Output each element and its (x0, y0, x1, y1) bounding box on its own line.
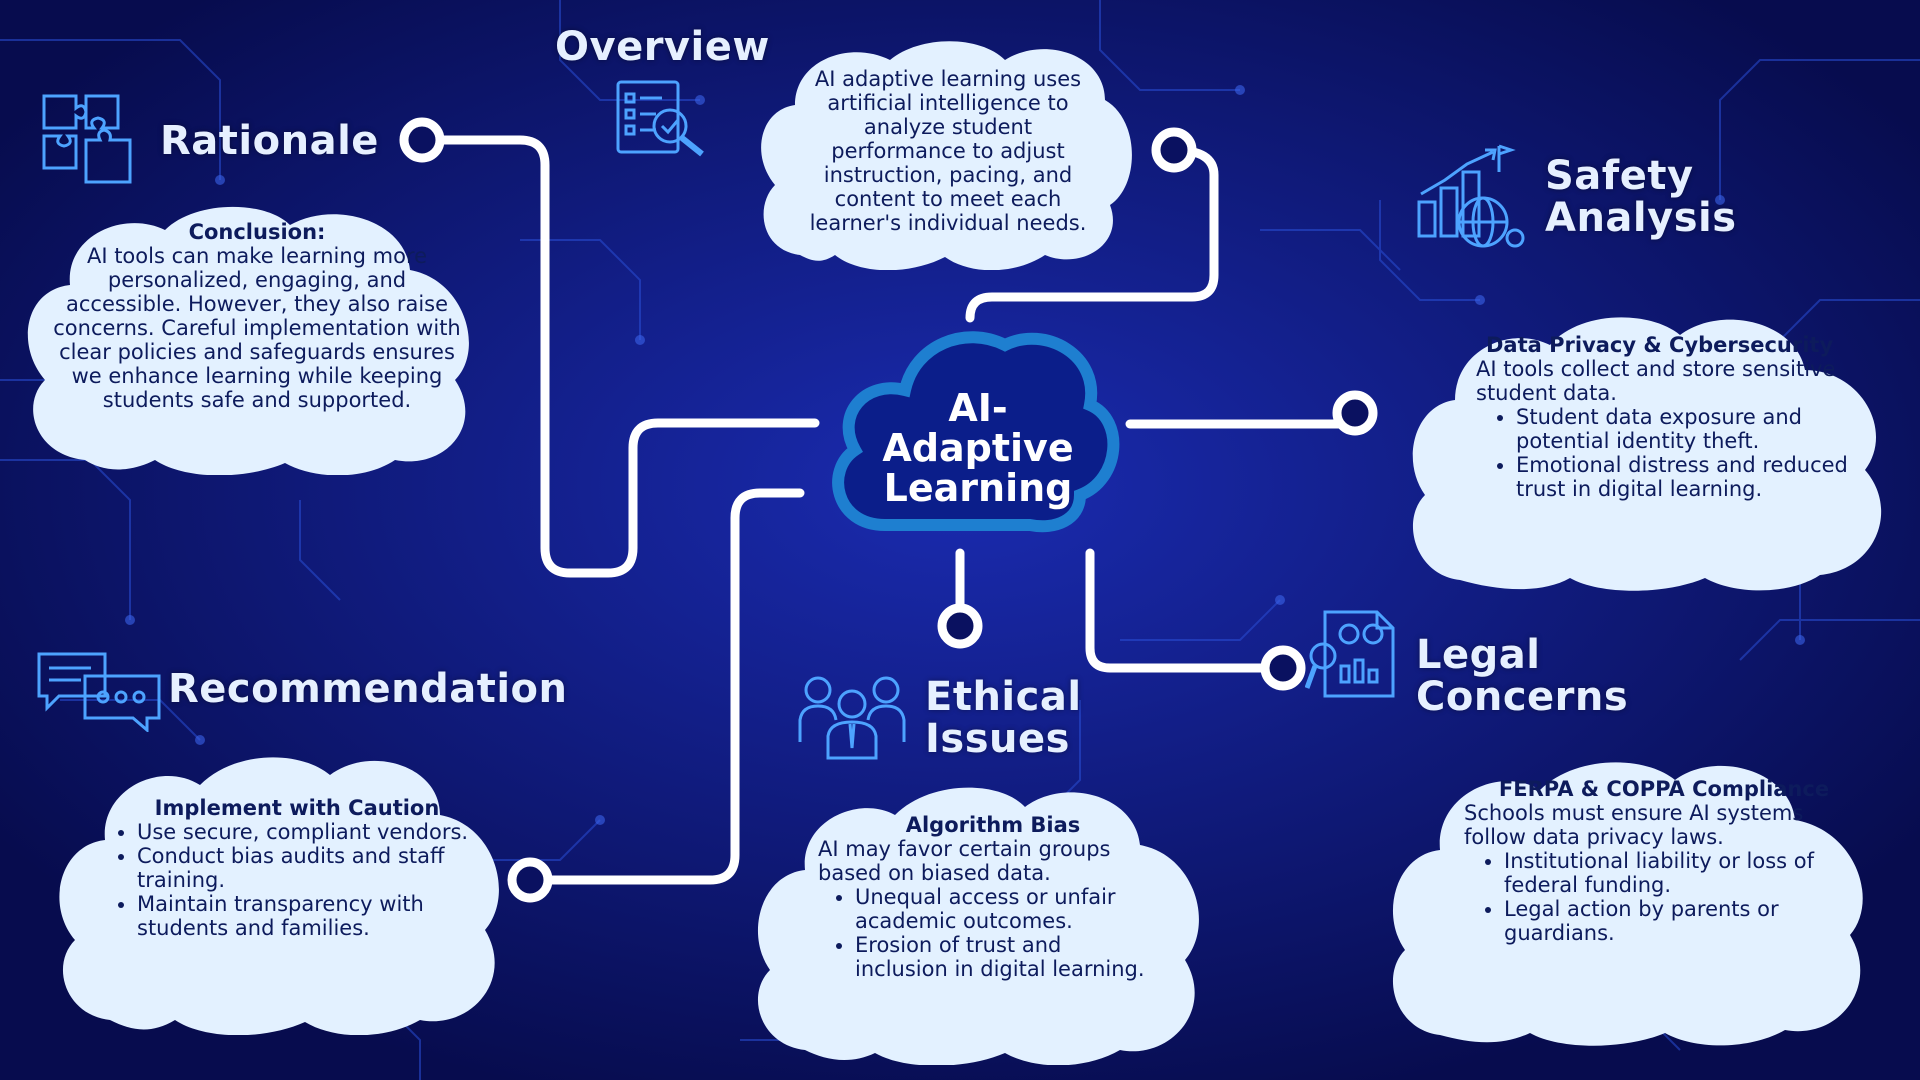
safety-bullet-list: Student data exposure and potential iden… (1476, 405, 1876, 501)
growth-chart-globe-icon (1417, 144, 1525, 248)
rationale-title: Rationale (160, 118, 379, 164)
node-recommendation (507, 857, 553, 903)
rationale-heading: Conclusion: (188, 220, 326, 244)
ethical-title-line2: Issues (925, 716, 1070, 762)
ethical-cloud: Algorithm Bias AI may favor certain grou… (745, 765, 1215, 1065)
people-group-icon (798, 676, 906, 760)
center-title: AI- Adaptive Learning (868, 388, 1088, 508)
list-item: Legal action by parents or guardians. (1504, 897, 1864, 945)
node-rationale (399, 117, 445, 163)
rationale-text: AI tools can make learning more personal… (53, 244, 461, 412)
puzzle-icon (42, 94, 132, 184)
center-title-line1: AI- (948, 386, 1008, 430)
recommendation-bullet-list: Use secure, compliant vendors. Conduct b… (107, 820, 487, 940)
overview-title: Overview (555, 24, 770, 70)
legal-bullet-list: Institutional liability or loss of feder… (1464, 849, 1864, 945)
safety-cloud: Data Privacy & Cybersecurity AI tools co… (1400, 290, 1905, 595)
node-safety (1332, 390, 1378, 436)
wire-legal (1085, 548, 1267, 673)
rationale-cloud: Conclusion: AI tools can make learning m… (15, 185, 495, 475)
legal-title-line1: Legal (1416, 632, 1541, 678)
list-item: Unequal access or unfair academic outcom… (855, 885, 1158, 933)
recommendation-title: Recommendation (168, 666, 568, 712)
list-item: Erosion of trust and inclusion in digita… (855, 933, 1158, 981)
safety-title: Safety Analysis (1545, 155, 1737, 239)
legal-text: Schools must ensure AI systems follow da… (1464, 801, 1804, 849)
legal-heading: FERPA & COPPA Compliance (1498, 777, 1830, 801)
wire-overview (965, 145, 1219, 323)
legal-title: Legal Concerns (1416, 634, 1628, 718)
ethical-text: AI may favor certain groups based on bia… (818, 837, 1111, 885)
ethical-heading: Algorithm Bias (905, 813, 1081, 837)
list-item: Institutional liability or loss of feder… (1504, 849, 1864, 897)
document-magnifier-icon (1305, 610, 1395, 698)
legal-title-line2: Concerns (1416, 674, 1629, 720)
center-title-line2: Adaptive (882, 426, 1074, 470)
center-title-line3: Learning (883, 466, 1073, 510)
safety-title-line1: Safety (1545, 153, 1694, 199)
overview-text: AI adaptive learning uses artificial int… (809, 67, 1087, 235)
list-item: Student data exposure and potential iden… (1516, 405, 1876, 453)
overview-cloud: AI adaptive learning uses artificial int… (750, 35, 1140, 270)
node-overview (1151, 127, 1197, 173)
list-item: Maintain transparency with students and … (137, 892, 487, 940)
node-legal (1260, 645, 1306, 691)
safety-text: AI tools collect and store sensitive stu… (1476, 357, 1836, 405)
ethical-title: Ethical Issues (925, 676, 1082, 760)
list-item: Emotional distress and reduced trust in … (1516, 453, 1876, 501)
list-item: Use secure, compliant vendors. (137, 820, 487, 844)
recommendation-cloud: Implement with Caution Use secure, compl… (45, 730, 515, 1035)
center-cloud (815, 320, 1125, 540)
checklist-icon (616, 80, 704, 157)
node-ethical (937, 603, 983, 649)
safety-heading: Data Privacy & Cybersecurity (1486, 333, 1834, 357)
safety-title-line2: Analysis (1545, 195, 1737, 241)
chat-bubbles-icon (37, 652, 161, 732)
ethical-title-line1: Ethical (925, 674, 1082, 720)
recommendation-heading: Implement with Caution (154, 796, 440, 820)
ethical-bullet-list: Unequal access or unfair academic outcom… (818, 885, 1158, 981)
legal-cloud: FERPA & COPPA Compliance Schools must en… (1380, 735, 1890, 1050)
list-item: Conduct bias audits and staff training. (137, 844, 487, 892)
wire-recommendation (525, 488, 805, 885)
wire-rationale (417, 135, 820, 578)
